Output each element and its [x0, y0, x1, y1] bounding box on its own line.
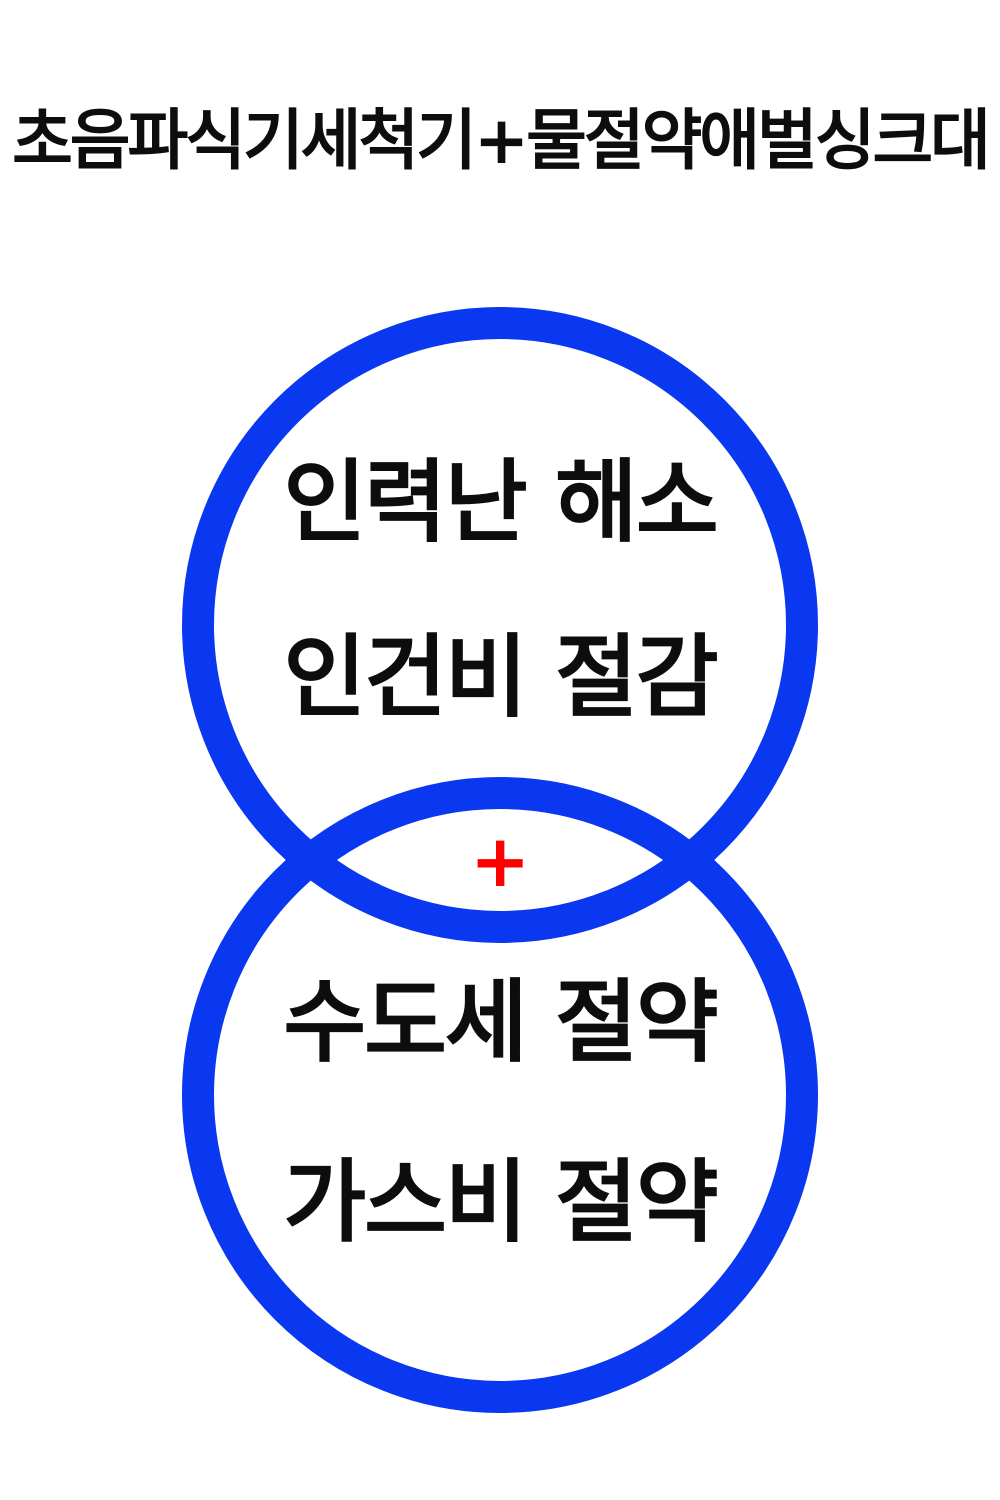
- top-circle-line-2: 인건비 절감: [283, 625, 718, 730]
- page-title: 초음파식기세척기+물절약애벌싱크대: [12, 102, 991, 179]
- bottom-circle-line-2: 가스비 절약: [283, 1150, 718, 1255]
- bottom-circle: [182, 777, 818, 1413]
- top-circle-line-1: 인력난 해소: [283, 450, 718, 555]
- plus-connector: +: [470, 819, 531, 903]
- top-circle: [182, 307, 818, 943]
- bottom-circle-line-1: 수도세 절약: [283, 970, 718, 1075]
